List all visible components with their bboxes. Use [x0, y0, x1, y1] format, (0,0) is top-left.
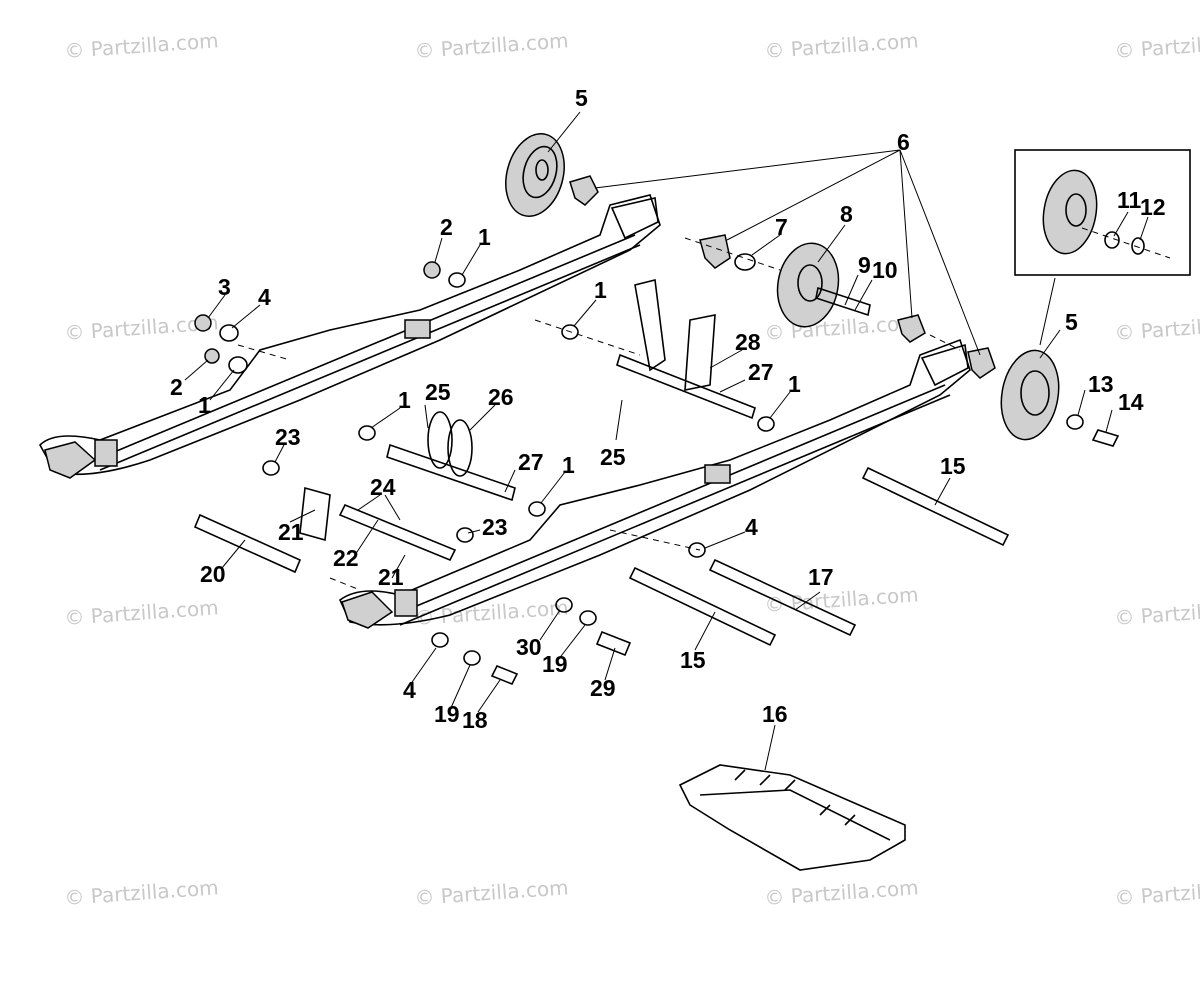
callout-21: 21 [378, 564, 404, 590]
callout-2: 2 [440, 214, 453, 240]
callout-1: 1 [398, 387, 411, 413]
watermark: © Partzilla.com [1114, 28, 1200, 63]
callout-15: 15 [680, 647, 706, 673]
left-rail [39, 194, 661, 479]
assembly-lines [237, 237, 961, 591]
front-torque-arm [386, 411, 516, 502]
leader-lines [184, 111, 1149, 771]
watermark: © Partzilla.com [64, 875, 220, 910]
callout-28: 28 [735, 329, 761, 355]
callout-27: 27 [518, 449, 544, 475]
callout-6: 6 [897, 129, 910, 155]
callout-25: 25 [600, 444, 626, 470]
idler-wheel-right [967, 347, 1060, 441]
callout-5: 5 [1065, 309, 1078, 335]
watermark-layer: © Partzilla.com © Partzilla.com © Partzi… [64, 28, 1200, 910]
callout-4: 4 [258, 284, 271, 310]
watermark: © Partzilla.com [414, 595, 570, 630]
callouts: 5 6 2 1 7 8 9 10 11 12 3 4 1 5 28 2 27 1… [170, 85, 1166, 733]
callout-23: 23 [275, 424, 301, 450]
callout-17: 17 [808, 564, 834, 590]
watermark: © Partzilla.com [764, 28, 920, 63]
callout-29: 29 [590, 675, 616, 701]
callout-14: 14 [1118, 389, 1144, 415]
callout-19: 19 [434, 701, 460, 727]
watermark: © Partzilla.com [764, 875, 920, 910]
watermark: © Partzilla.com [1114, 595, 1200, 630]
inset-detail-box [1014, 149, 1191, 276]
callout-8: 8 [840, 201, 853, 227]
callout-2: 2 [170, 374, 183, 400]
callout-1: 1 [478, 224, 491, 250]
track-clip-part [678, 764, 906, 871]
watermark: © Partzilla.com [1114, 310, 1200, 345]
callout-1: 1 [594, 277, 607, 303]
callout-12: 12 [1140, 194, 1166, 220]
callout-7: 7 [775, 214, 788, 240]
callout-15: 15 [940, 453, 966, 479]
callout-27: 27 [748, 359, 774, 385]
washers [194, 261, 1084, 666]
callout-4: 4 [403, 677, 416, 703]
callout-5: 5 [575, 85, 588, 111]
callout-1: 1 [788, 371, 801, 397]
rear-torque-arm [616, 279, 756, 420]
right-rail [339, 338, 971, 629]
watermark: © Partzilla.com [414, 875, 570, 910]
callout-13: 13 [1088, 371, 1114, 397]
callout-18: 18 [462, 707, 488, 733]
idler-wheel-center [699, 234, 926, 343]
watermark: © Partzilla.com [414, 28, 570, 63]
callout-20: 20 [200, 561, 226, 587]
shafts [193, 429, 1120, 686]
callout-3: 3 [218, 274, 231, 300]
watermark: © Partzilla.com [764, 582, 920, 617]
callout-22: 22 [333, 545, 359, 571]
callout-1: 1 [198, 392, 211, 418]
callout-10: 10 [872, 257, 898, 283]
watermark: © Partzilla.com [64, 28, 220, 63]
callout-1: 1 [562, 452, 575, 478]
callout-9: 9 [858, 252, 871, 278]
callout-24: 24 [370, 474, 396, 500]
callout-21: 21 [278, 519, 304, 545]
callout-11: 11 [1117, 187, 1142, 213]
callout-25: 25 [425, 379, 451, 405]
callout-4: 4 [745, 514, 758, 540]
watermark: © Partzilla.com [1114, 875, 1200, 910]
callout-19: 19 [542, 651, 568, 677]
callout-23: 23 [482, 514, 508, 540]
callout-30: 30 [516, 634, 542, 660]
idler-wheel-top [505, 133, 599, 217]
watermark: © Partzilla.com [64, 595, 220, 630]
callout-26: 26 [488, 384, 514, 410]
callout-16: 16 [762, 701, 788, 727]
